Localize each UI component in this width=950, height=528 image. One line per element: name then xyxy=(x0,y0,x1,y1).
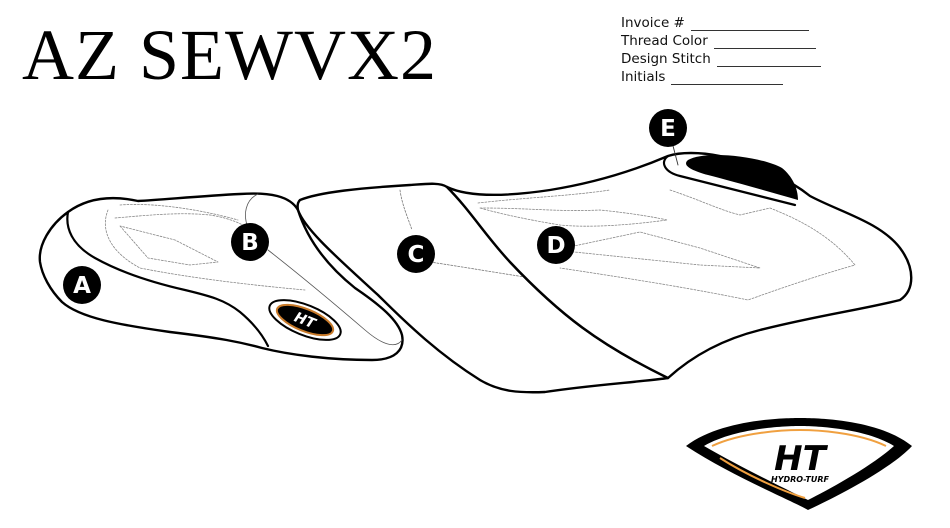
callout-d-label: D xyxy=(546,233,565,259)
form-row-initials: Initials xyxy=(621,67,821,85)
seat-badge: HT xyxy=(268,299,342,341)
logo-mark: HT xyxy=(774,439,828,479)
form-row-thread-color: Thread Color xyxy=(621,31,821,49)
initials-field[interactable] xyxy=(671,72,784,85)
callout-e: E xyxy=(649,109,687,147)
seat-middle-outline xyxy=(296,182,670,394)
seat-badge-text: HT xyxy=(292,310,319,333)
callout-b-label: B xyxy=(241,230,259,256)
hydro-turf-logo: HT HYDRO-TURF xyxy=(686,418,912,510)
design-stitch-field[interactable] xyxy=(716,54,821,67)
model-title: AZ SEWVX2 xyxy=(22,15,437,95)
invoice-field[interactable] xyxy=(690,18,809,31)
rear-stitch-pattern xyxy=(104,204,306,291)
thread-color-field[interactable] xyxy=(713,36,816,49)
callout-a-label: A xyxy=(73,273,91,299)
seat-rear-cushion xyxy=(66,210,270,348)
callout-c: C xyxy=(397,235,435,273)
thread-color-label: Thread Color xyxy=(621,33,708,49)
form-row-invoice: Invoice # xyxy=(621,13,821,31)
callout-c-label: C xyxy=(408,242,425,268)
initials-label: Initials xyxy=(621,69,666,85)
grip-patch xyxy=(686,154,798,200)
seat-front-outline xyxy=(445,151,913,380)
order-form: Invoice # Thread Color Design Stitch Ini… xyxy=(621,13,821,85)
callout-d: D xyxy=(537,226,575,264)
front-stitch-pattern xyxy=(477,189,856,301)
callout-a: A xyxy=(63,266,101,304)
design-stitch-label: Design Stitch xyxy=(621,51,711,67)
form-row-design-stitch: Design Stitch xyxy=(621,49,821,67)
seat-front-hood xyxy=(662,154,797,207)
callout-b: B xyxy=(231,223,269,261)
callout-e-label: E xyxy=(660,116,676,142)
invoice-label: Invoice # xyxy=(621,15,685,31)
logo-wordmark: HYDRO-TURF xyxy=(771,475,829,484)
